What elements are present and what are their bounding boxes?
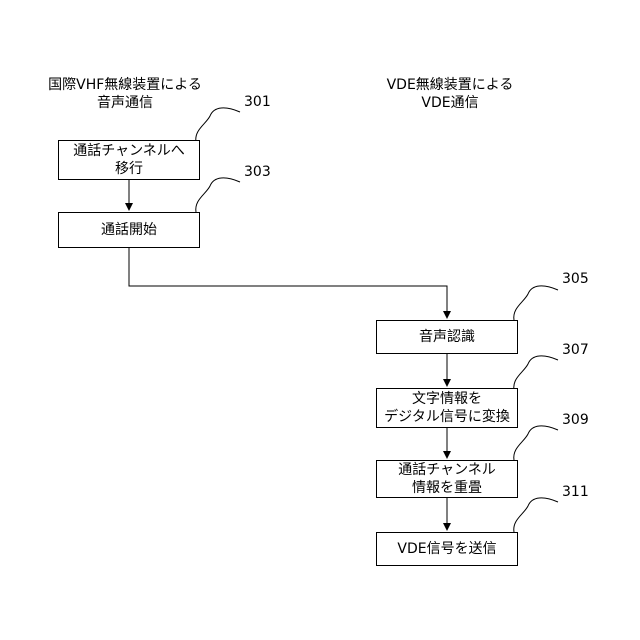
ref-numeral-301: 301 xyxy=(244,94,271,110)
leader-309 xyxy=(514,426,558,460)
leader-305 xyxy=(514,286,558,320)
leader-307 xyxy=(514,356,558,390)
ref-numeral-309: 309 xyxy=(562,412,589,428)
heading-vhf-voice: 国際VHF無線装置による 音声通信 xyxy=(30,76,220,112)
ref-numeral-307: 307 xyxy=(562,342,589,358)
ref-numeral-303: 303 xyxy=(244,164,271,180)
step-box-301: 通話チャンネルへ 移行 xyxy=(58,140,200,180)
ref-numeral-305: 305 xyxy=(562,271,589,287)
heading-vde-communication: VDE無線装置による VDE通信 xyxy=(380,76,520,112)
leader-311 xyxy=(514,498,558,532)
leader-301 xyxy=(196,108,240,142)
step-box-311: VDE信号を送信 xyxy=(376,532,518,566)
step-box-309: 通話チャンネル 情報を重畳 xyxy=(376,460,518,498)
step-box-305: 音声認識 xyxy=(376,320,518,354)
connector-303-305 xyxy=(129,248,447,318)
leader-303 xyxy=(196,178,240,212)
step-box-307: 文字情報を デジタル信号に変換 xyxy=(376,388,518,428)
step-box-303: 通話開始 xyxy=(58,212,200,248)
ref-numeral-311: 311 xyxy=(562,484,589,500)
